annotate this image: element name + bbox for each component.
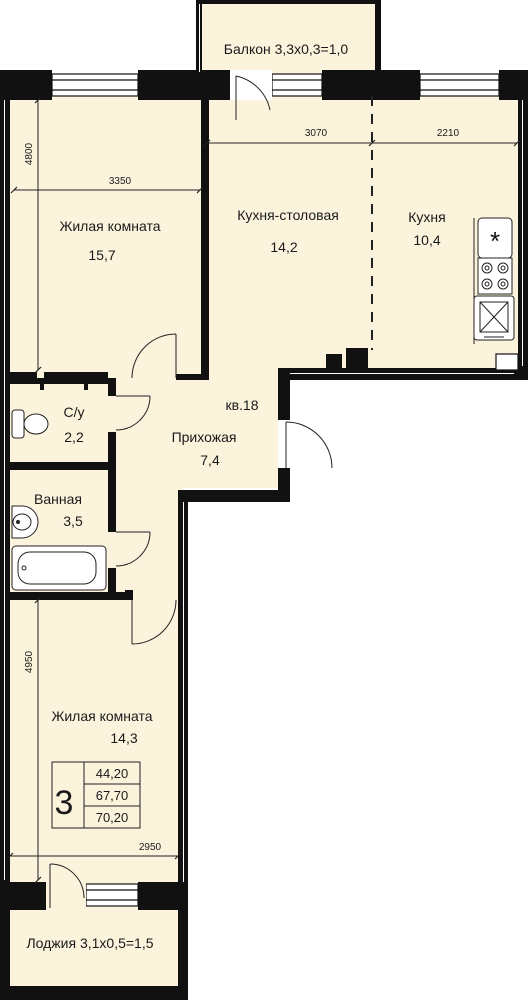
wall-inner-lines (4, 4, 523, 882)
summary-rooms-count: 3 (55, 784, 74, 822)
window-kitchen-dining (271, 73, 323, 97)
dimension-4800: 4800 (24, 142, 35, 165)
bath-right-wall-low (108, 568, 116, 598)
window-kitchen-bottom (495, 353, 519, 371)
loggia-left-wall (0, 886, 10, 1000)
window-living-bottom (85, 883, 139, 907)
balcony-floor (198, 0, 380, 74)
living-bottom-wall-b (138, 882, 186, 910)
window-living-top (51, 73, 139, 97)
dimension-3350: 3350 (109, 176, 132, 187)
svg-text:*: * (490, 226, 500, 256)
bathtub-icon (11, 545, 107, 591)
loggia-label: Лоджия 3,1х0,5=1,5 (26, 935, 153, 951)
bath-right-wall (108, 470, 116, 532)
wc-bottom-wall (9, 462, 116, 470)
bath-name: Ванная (34, 491, 82, 507)
left-wall-inner (4, 100, 5, 880)
bath-area: 3,5 (63, 513, 83, 529)
balcony-door (230, 70, 272, 120)
kitchen-column (346, 348, 368, 368)
loggia-bottom-wall (0, 986, 188, 1000)
summary-area-with-balcony: 70,20 (96, 810, 129, 825)
hall-floor (9, 374, 286, 596)
dimension-ticks (6, 96, 521, 884)
summary-area-living: 44,20 (96, 766, 129, 781)
partition-living-kitchen (201, 76, 209, 380)
partition-stub-1 (40, 380, 44, 390)
kitchen-dining-name: Кухня-столовая (237, 207, 339, 223)
wc-area: 2,2 (64, 429, 84, 445)
partition-living-hall-a (9, 372, 37, 378)
balcony-wall-right (375, 0, 381, 74)
balcony-wall-top (196, 0, 381, 4)
living-right-wall-inner (183, 502, 184, 882)
top-wall-c (322, 70, 420, 100)
kitchen-dining-area: 14,2 (270, 239, 297, 255)
living-top-area: 15,7 (88, 247, 115, 263)
sink-icon (11, 505, 39, 539)
top-wall-b (138, 70, 230, 100)
kitchen-dining-floor (207, 76, 372, 374)
hall-name: Прихожая (172, 429, 237, 445)
kitchen-column-small (326, 354, 342, 368)
door-wc (115, 395, 151, 431)
door-entrance (278, 420, 333, 469)
apartment-label: кв.18 (225, 397, 258, 413)
dimension-2210: 2210 (437, 128, 460, 139)
balcony-inner-left (199, 4, 200, 72)
living-top-name: Жилая комната (59, 218, 160, 234)
door-bath (115, 531, 151, 567)
dimension-3070: 3070 (305, 128, 328, 139)
wc-name: С/у (64, 404, 85, 420)
partition-living-hall-b (44, 372, 108, 378)
kitchen-name: Кухня (408, 209, 445, 225)
dimension-lines (10, 100, 517, 880)
door-living-bottom (131, 599, 177, 645)
hob-icon (477, 257, 513, 295)
dimension-4950: 4950 (24, 650, 35, 673)
wc-top-wall (9, 378, 113, 384)
kitchen-bottom-inner (290, 373, 514, 374)
right-wall-inner (522, 100, 523, 366)
toilet-icon (11, 409, 49, 439)
living-bottom-area: 14,3 (110, 730, 137, 746)
door-living-top (131, 333, 177, 379)
dimension-labels: 3070 2210 3350 4800 4950 2950 (24, 128, 460, 853)
oven-icon (473, 295, 515, 341)
hall-area: 7,4 (200, 452, 220, 468)
hall-bottom-right-wall (178, 490, 290, 502)
living-bottom-name: Жилая комната (51, 708, 152, 724)
partition-stub-2 (84, 380, 88, 390)
kitchen-area: 10,4 (413, 232, 440, 248)
area-summary-table: 3 44,20 67,70 70,20 (51, 761, 141, 829)
bath-bottom-wall (9, 592, 133, 600)
wc-right-wall (108, 378, 116, 396)
balcony-label: Балкон 3,3х0,3=1,0 (224, 41, 349, 57)
living-top-floor (9, 76, 207, 374)
door-loggia (46, 863, 86, 910)
summary-area-total: 67,70 (96, 788, 129, 803)
living-bottom-wall-a (0, 882, 46, 910)
wc-right-wall-low (108, 432, 116, 468)
stove-icon: * (477, 217, 513, 259)
window-kitchen (419, 73, 500, 97)
dimension-2950: 2950 (139, 842, 162, 853)
doors (46, 333, 333, 910)
hall-right-wall-top (278, 368, 290, 420)
partition-living-bottom (176, 374, 209, 380)
room-labels: Балкон 3,3х0,3=1,0 Жилая комната 15,7 Ку… (26, 41, 445, 951)
partition-stub-3 (125, 590, 133, 600)
summary-border (51, 761, 141, 829)
